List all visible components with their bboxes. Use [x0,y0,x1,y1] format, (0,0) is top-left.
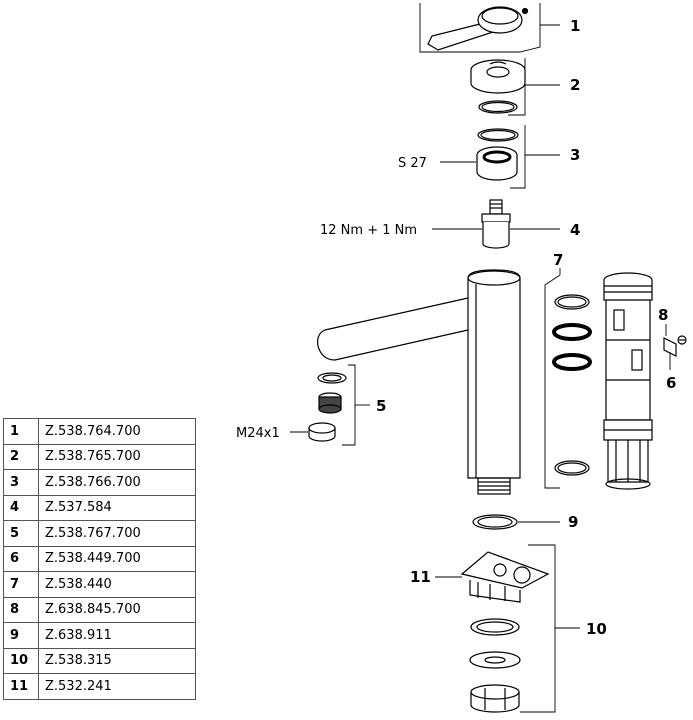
callout-2: 2 [570,76,580,94]
callout-10: 10 [586,620,607,638]
part-number: 1 [3,418,39,445]
annotation-thread: M24x1 [236,426,280,441]
part-number: 4 [3,494,39,521]
part-code: Z.538.449.700 [38,545,196,572]
callout-7: 7 [553,251,563,269]
part-code: Z.538.765.700 [38,443,196,470]
part-code: Z.638.845.700 [38,596,196,623]
part-code: Z.532.241 [38,673,196,700]
part-9-gasket [472,514,560,530]
part-number: 2 [3,443,39,470]
part-3-nut [440,125,560,189]
part-7-seal-rings [544,268,592,489]
part-code: Z.538.766.700 [38,469,196,496]
part-number: 7 [3,571,39,598]
part-code: Z.538.315 [38,647,196,674]
part-5-aerator [290,364,370,446]
part-number: 11 [3,673,39,700]
part-number: 8 [3,596,39,623]
callout-3: 3 [570,146,580,164]
part-number: 10 [3,647,39,674]
part-1-lever-handle [419,3,560,53]
callout-9: 9 [568,513,578,531]
part-number: 9 [3,622,39,649]
part-2-cap [470,58,560,116]
part-code: Z.538.764.700 [38,418,196,445]
part-code: Z.538.440 [38,571,196,598]
callout-5: 5 [376,397,386,415]
annotation-torque: 12 Nm + 1 Nm [320,223,417,238]
body-insert [603,272,653,490]
callout-6: 6 [666,374,676,392]
part-code: Z.638.911 [38,622,196,649]
part-11-mounting-bracket [435,551,550,603]
part-code: Z.538.767.700 [38,520,196,547]
callout-4: 4 [570,221,580,239]
callout-1: 1 [570,17,580,35]
part-8-screw [677,335,687,345]
callout-11: 11 [410,568,431,586]
faucet-body [317,269,521,495]
part-number: 3 [3,469,39,496]
part-number: 6 [3,545,39,572]
callout-8: 8 [658,306,668,324]
part-10-fixing-set [469,544,580,713]
part-code: Z.537.584 [38,494,196,521]
part-4-cartridge [432,199,560,249]
part-number: 5 [3,520,39,547]
annotation-s27: S 27 [398,156,427,171]
part-6-clip [663,324,677,370]
